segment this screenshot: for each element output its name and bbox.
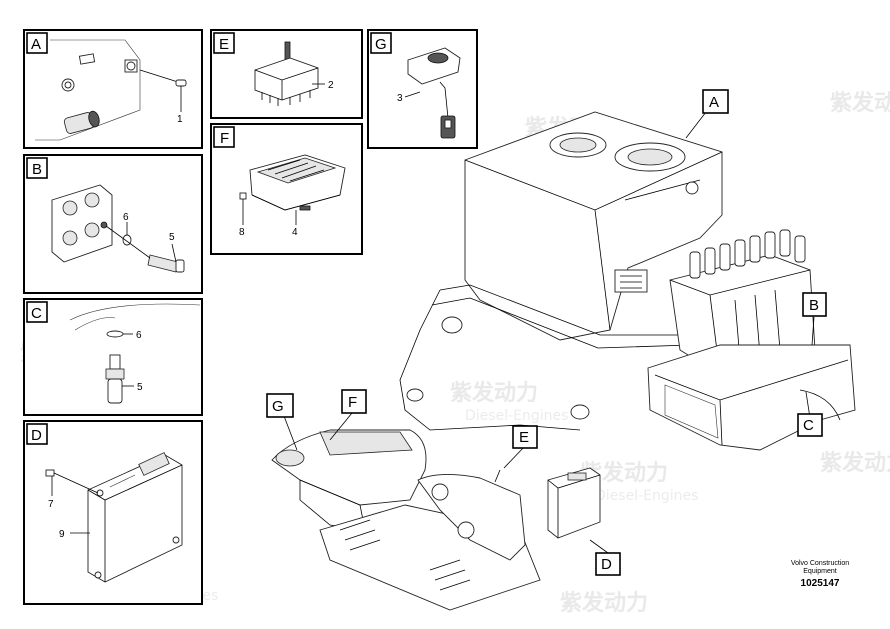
- svg-text:F: F: [348, 394, 357, 411]
- brand-line-1: Volvo Construction: [791, 560, 849, 567]
- footer-brand: Volvo Construction Equipment 1025147: [791, 560, 849, 589]
- watermark-en: Diesel-Engines: [465, 408, 568, 424]
- leader-lines: [283, 111, 815, 554]
- main-tag-g: G: [266, 393, 294, 418]
- panel-tag-f: F: [220, 130, 229, 147]
- detail-panel-g: G 3: [367, 29, 478, 149]
- callout-number: 6: [123, 212, 129, 223]
- callout-number: 1: [177, 114, 183, 125]
- callout-number: 3: [397, 93, 403, 104]
- watermark-cn: 紫发动力: [450, 380, 538, 406]
- svg-text:B: B: [809, 297, 819, 314]
- main-tag-a: A: [702, 89, 729, 114]
- detail-panel-d: D 7 9: [23, 420, 203, 605]
- detail-panel-f: F 8 4: [210, 123, 363, 255]
- panel-tag-b: B: [32, 161, 42, 178]
- detail-panel-e: E 2: [210, 29, 363, 119]
- svg-text:E: E: [519, 429, 529, 446]
- watermark-cn: 紫发动力: [830, 90, 890, 116]
- panel-tag-a: A: [31, 36, 41, 53]
- brand-line-2: Equipment: [803, 568, 837, 575]
- svg-text:D: D: [601, 556, 612, 573]
- callout-number: 7: [48, 499, 54, 510]
- main-tag-b: B: [802, 292, 827, 317]
- callout-number: 4: [292, 227, 298, 238]
- detail-panel-c: C 6 5: [23, 298, 203, 416]
- main-tag-e: E: [512, 425, 538, 449]
- callout-number: 8: [239, 227, 245, 238]
- watermark-cn: 紫发动力: [560, 590, 648, 616]
- svg-text:C: C: [803, 417, 814, 434]
- panel-tag-d: D: [31, 427, 42, 444]
- watermark-cn: 紫发动力: [820, 450, 890, 476]
- callout-number: 6: [136, 330, 142, 341]
- callout-number: 2: [328, 80, 334, 91]
- valve-spools: [689, 229, 806, 279]
- main-tag-d: D: [595, 552, 621, 576]
- main-tag-c: C: [797, 413, 823, 437]
- reference-number: 1025147: [801, 578, 840, 589]
- svg-text:G: G: [272, 398, 284, 415]
- detail-panel-a: A 1: [23, 29, 203, 149]
- watermark-en: Diesel-Engines: [595, 488, 698, 504]
- detail-panel-b: B 6 5: [23, 154, 203, 294]
- panel-tag-c: C: [31, 305, 42, 322]
- panel-tag-e: E: [219, 36, 229, 53]
- main-tag-f: F: [341, 389, 367, 414]
- svg-text:A: A: [709, 94, 719, 111]
- callout-number: 9: [59, 529, 65, 540]
- callout-number: 5: [169, 232, 175, 243]
- panel-tag-g: G: [375, 36, 387, 53]
- callout-number: 5: [137, 382, 143, 393]
